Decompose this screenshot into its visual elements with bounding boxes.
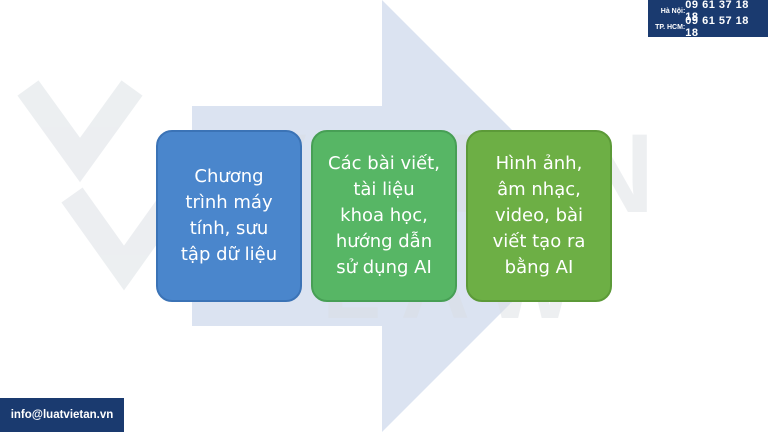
step-box-3-text: Hình ảnh, âm nhạc, video, bài viết tạo r… xyxy=(492,153,586,278)
step-box-2-text: Các bài viết, tài liệu khoa học, hướng d… xyxy=(328,153,440,278)
email-badge[interactable]: info@luatvietan.vn xyxy=(0,398,124,432)
hotline-hanoi-number[interactable]: 09 61 37 18 18 xyxy=(685,0,749,23)
step-box-3: Hình ảnh, âm nhạc, video, bài viết tạo r… xyxy=(466,130,612,302)
hotline-hcm-label: TP. HCM: xyxy=(655,23,686,31)
step-box-2: Các bài viết, tài liệu khoa học, hướng d… xyxy=(311,130,457,302)
step-box-1-text: Chương trình máy tính, sưu tập dữ liệu xyxy=(180,166,278,265)
hotline-hcm-number[interactable]: 09 61 57 18 18 xyxy=(685,15,749,39)
hotline-hcm: TP. HCM: 09 61 57 18 18 xyxy=(652,15,764,39)
step-box-1: Chương trình máy tính, sưu tập dữ liệu xyxy=(156,130,302,302)
hotline-hanoi-label: Hà Nội: xyxy=(660,7,686,15)
hotline-badge: Hà Nội: 09 61 37 18 18 TP. HCM: 09 61 57… xyxy=(648,0,768,39)
email-link[interactable]: info@luatvietan.vn xyxy=(10,409,114,421)
hotline-hanoi: Hà Nội: 09 61 37 18 18 xyxy=(652,0,764,23)
